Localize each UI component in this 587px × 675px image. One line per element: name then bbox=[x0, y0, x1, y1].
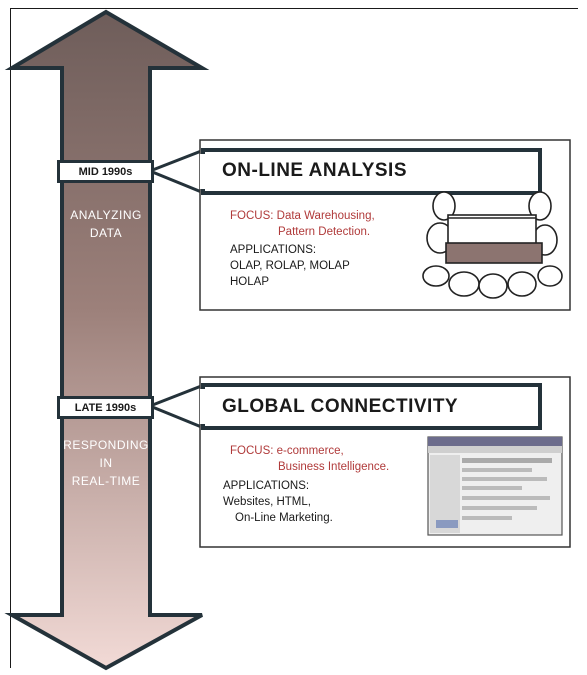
mid-1990s-pointer bbox=[145, 147, 206, 196]
era-heading-box-2 bbox=[201, 383, 542, 430]
date-label-late-1990s: LATE 1990s bbox=[57, 396, 154, 419]
era-applications-2: APPLICATIONS: Websites, HTML, On-Line Ma… bbox=[223, 480, 333, 524]
era-focus-2: FOCUS: e-commerce, Business Intelligence… bbox=[230, 445, 390, 473]
era-applications-1: APPLICATIONS: OLAP, ROLAP, MOLAP HOLAP bbox=[230, 244, 350, 288]
figure-frame bbox=[10, 8, 578, 668]
era-title-1: ON-LINE ANALYSIS bbox=[222, 160, 408, 181]
late-1990s-pointer bbox=[145, 382, 206, 431]
date-label-mid-1990s: MID 1990s bbox=[57, 160, 154, 183]
data-warehouse-icon bbox=[422, 191, 563, 299]
era-focus-1: FOCUS: Data Warehousing, Pattern Detecti… bbox=[230, 210, 375, 238]
era-heading-box-1 bbox=[201, 148, 542, 195]
era-title-2: GLOBAL CONNECTIVITY bbox=[222, 396, 459, 417]
analyzing-data-label: ANALYZING DATA bbox=[70, 208, 142, 240]
double-headed-arrow bbox=[4, 9, 210, 671]
browser-window-icon bbox=[427, 436, 563, 536]
responding-real-time-label: RESPONDING IN REAL-TIME bbox=[63, 438, 149, 488]
